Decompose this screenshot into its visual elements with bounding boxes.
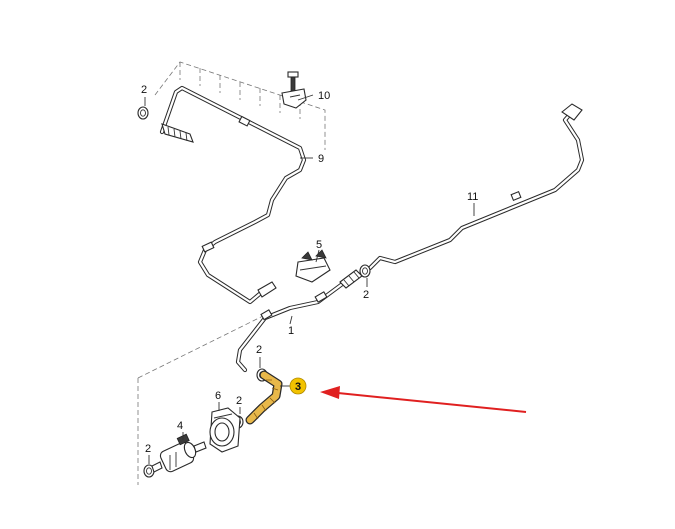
callout-5: 5 — [316, 239, 322, 251]
bracket-part-6 — [209, 407, 241, 453]
callout-2e: 2 — [145, 443, 151, 455]
holder-part-5 — [295, 249, 331, 283]
callout-10: 10 — [318, 90, 330, 102]
reference-frame-lower — [137, 314, 276, 485]
callout-2b: 2 — [363, 289, 369, 301]
red-pointer-arrow — [320, 386, 527, 413]
callout-11: 11 — [467, 191, 478, 203]
leader-lines — [144, 94, 475, 464]
callout-3: 3 — [295, 381, 301, 393]
clamp-2a — [137, 106, 149, 120]
clamp-2b — [359, 264, 371, 278]
fuel-line-right — [367, 103, 585, 271]
callout-2a: 2 — [141, 84, 147, 96]
callout-2c: 2 — [256, 344, 262, 356]
fuel-line-upper — [159, 85, 307, 305]
callout-6: 6 — [215, 390, 221, 402]
callout-4: 4 — [177, 420, 183, 432]
quick-connector-middle — [339, 269, 363, 289]
quick-connector-upper — [161, 123, 194, 143]
callout-1: 1 — [288, 325, 294, 337]
callout-badge-3: 3 — [289, 377, 307, 395]
hose-part-3 — [245, 370, 283, 425]
fuel-line-middle — [235, 279, 348, 373]
callout-2d: 2 — [236, 395, 242, 407]
holder-part-10 — [281, 71, 307, 109]
valve-part-4 — [151, 433, 207, 473]
callout-9: 9 — [318, 153, 324, 165]
reference-frame-upper — [154, 61, 326, 150]
